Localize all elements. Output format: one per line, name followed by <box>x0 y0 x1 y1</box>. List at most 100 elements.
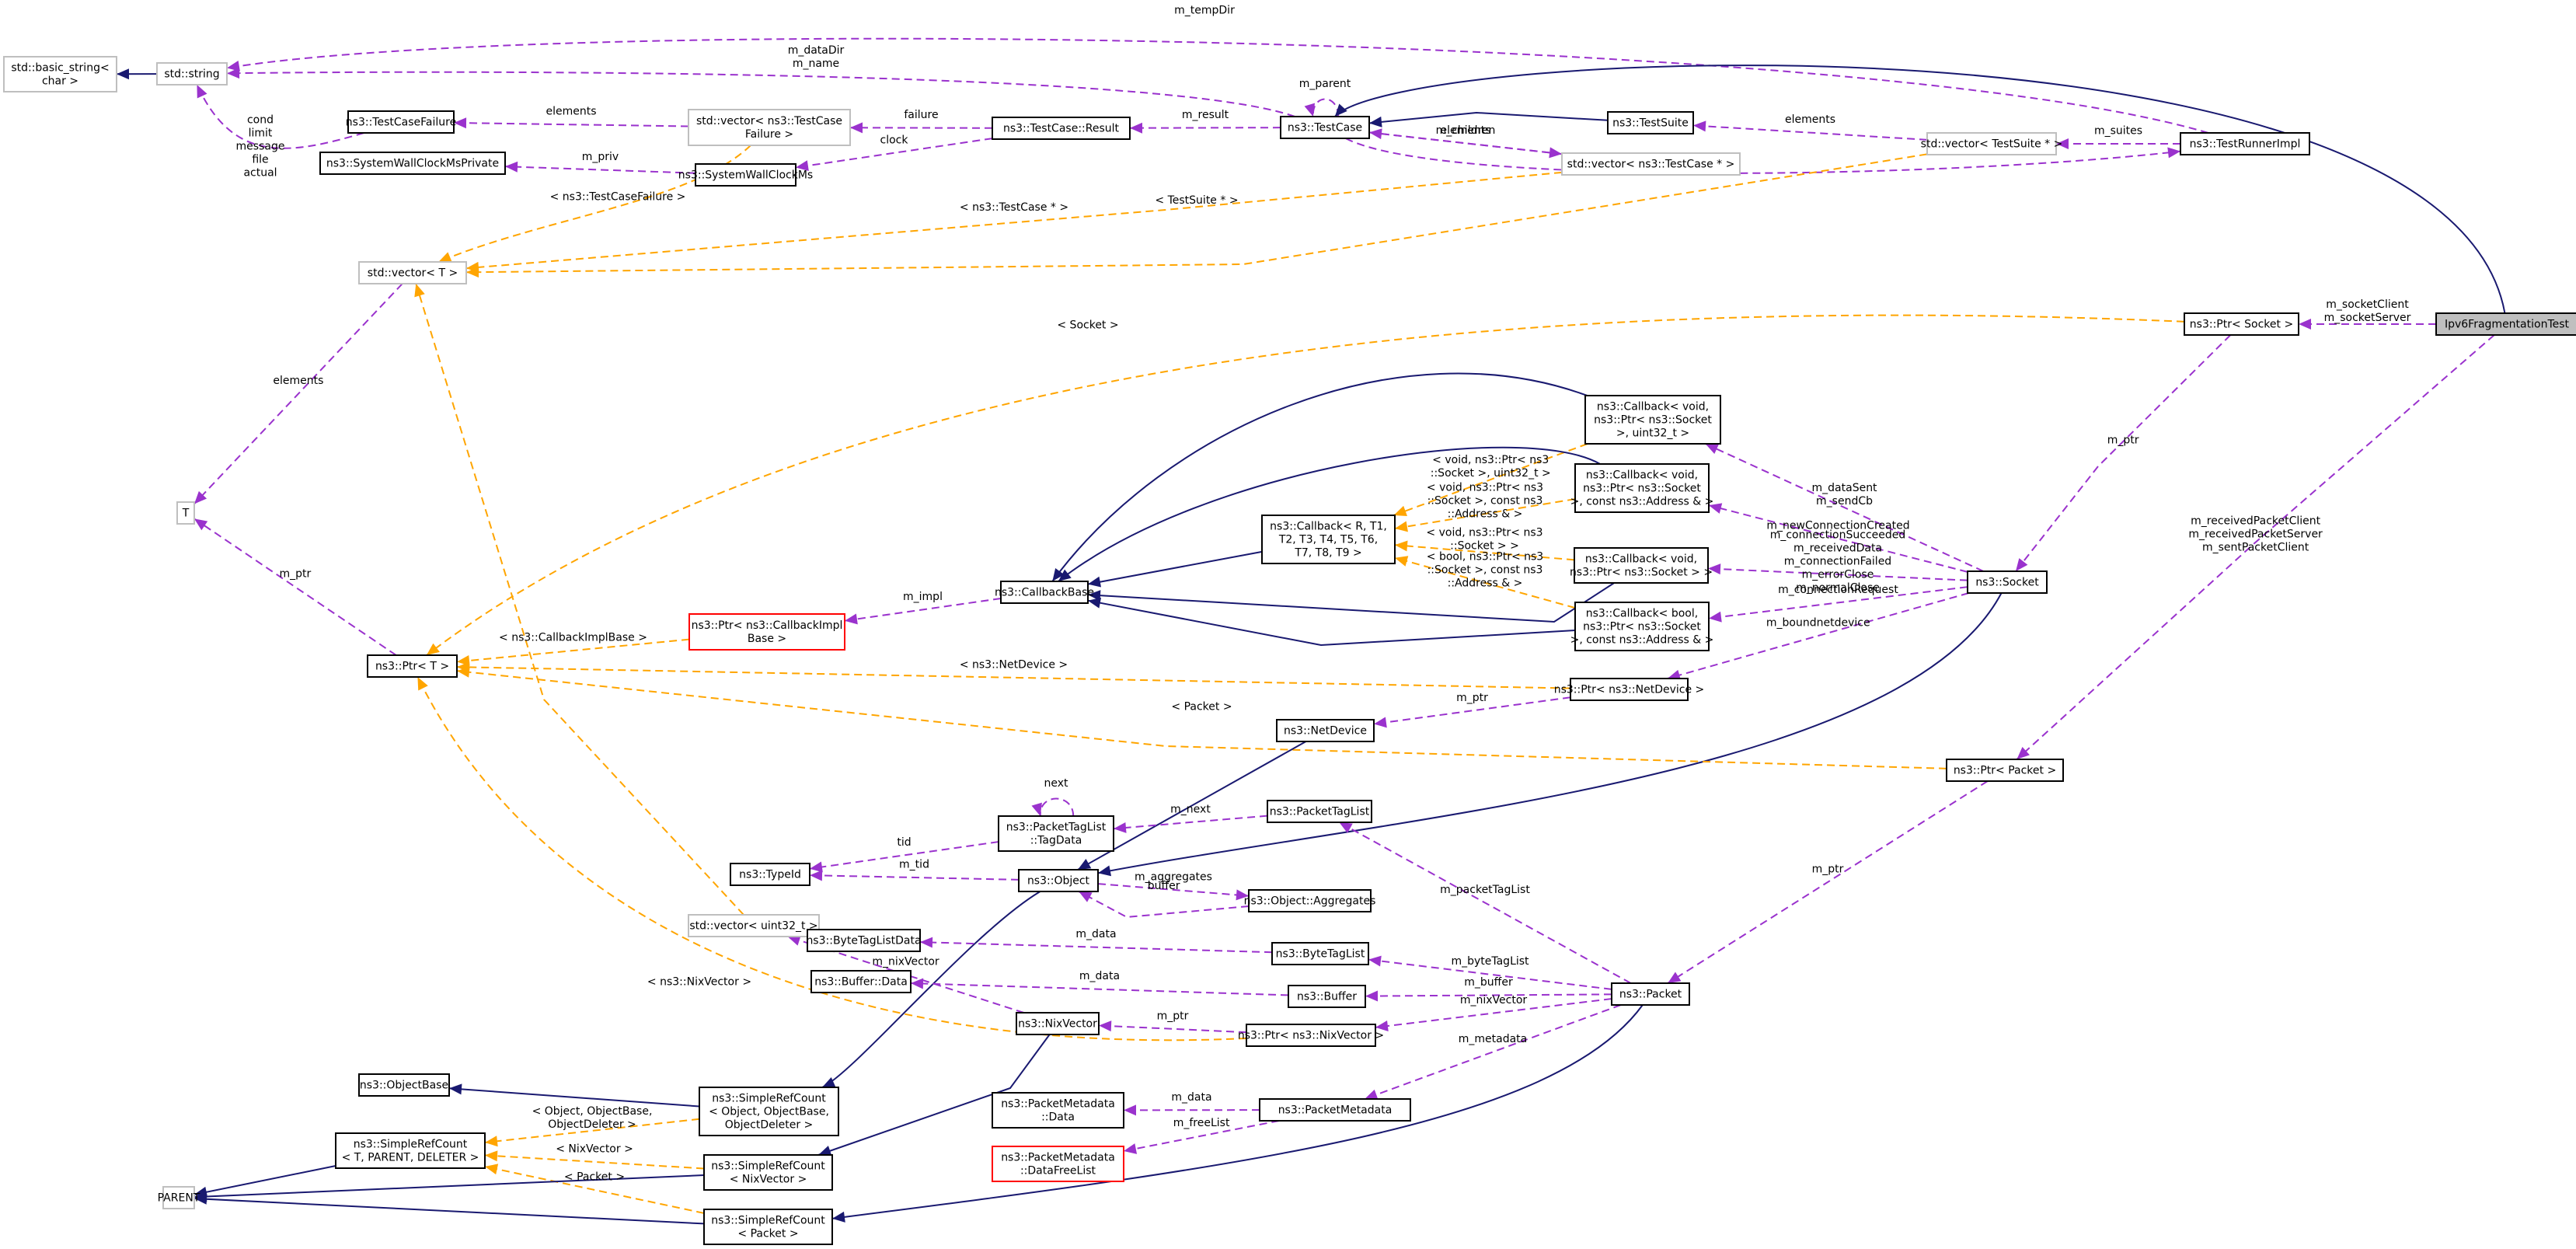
node-box[interactable] <box>358 1073 450 1097</box>
node-box[interactable] <box>1018 869 1099 892</box>
node-box[interactable] <box>1246 1024 1376 1047</box>
class-node-CB_sent[interactable]: ns3::Callback< void,ns3::Ptr< ns3::Socke… <box>1584 395 1721 445</box>
node-box[interactable] <box>2184 312 2299 336</box>
class-node-PtrNetDevice[interactable]: ns3::Ptr< ns3::NetDevice > <box>1554 678 1705 701</box>
class-node-ByteTagListData[interactable]: ns3::ByteTagListData <box>806 929 922 952</box>
node-box[interactable] <box>156 62 228 85</box>
class-node-PacketMetadata[interactable]: ns3::PacketMetadata <box>1259 1098 1411 1122</box>
class-node-Root[interactable]: Ipv6FragmentationTest <box>2435 312 2576 336</box>
node-box[interactable] <box>1248 889 1372 912</box>
node-box[interactable] <box>1926 132 2057 155</box>
node-box[interactable] <box>1561 152 1741 176</box>
node-box[interactable] <box>992 117 1131 140</box>
class-node-TestCase[interactable]: ns3::TestCase <box>1280 116 1370 139</box>
class-node-vec_u32[interactable]: std::vector< uint32_t > <box>688 914 820 937</box>
node-box[interactable] <box>1267 800 1372 823</box>
class-node-Object[interactable]: ns3::Object <box>1018 869 1099 892</box>
class-node-PtrT[interactable]: ns3::Ptr< T > <box>367 654 458 678</box>
class-node-Aggregates[interactable]: ns3::Object::Aggregates <box>1244 889 1376 912</box>
class-node-PMFreeList[interactable]: ns3::PacketMetadata::DataFreeList <box>992 1146 1124 1182</box>
node-box[interactable] <box>3 56 117 92</box>
node-box[interactable] <box>319 152 506 175</box>
node-box[interactable] <box>695 163 797 187</box>
node-box[interactable] <box>1259 1098 1411 1122</box>
class-node-NixVector[interactable]: ns3::NixVector <box>1016 1012 1100 1035</box>
node-box[interactable] <box>1946 759 2064 782</box>
class-node-Socket[interactable]: ns3::Socket <box>1967 570 2048 594</box>
node-box[interactable] <box>1574 602 1710 651</box>
node-box[interactable] <box>347 110 455 134</box>
class-node-basic_string[interactable]: std::basic_string<char > <box>3 56 117 92</box>
class-node-ByteTagList[interactable]: ns3::ByteTagList <box>1271 942 1369 965</box>
node-box[interactable] <box>810 970 912 993</box>
node-box[interactable] <box>1607 111 1694 134</box>
node-box[interactable] <box>162 1186 195 1209</box>
class-node-PtrNixVector[interactable]: ns3::Ptr< ns3::NixVector > <box>1238 1024 1384 1047</box>
node-box[interactable] <box>998 815 1114 852</box>
class-node-PtrPacket[interactable]: ns3::Ptr< Packet > <box>1946 759 2064 782</box>
node-box[interactable] <box>2435 312 2576 336</box>
class-node-SRC_Object[interactable]: ns3::SimpleRefCount< Object, ObjectBase,… <box>699 1087 839 1136</box>
node-box[interactable] <box>1611 982 1690 1006</box>
class-node-CB_generic[interactable]: ns3::Callback< R, T1,T2, T3, T4, T5, T6,… <box>1261 515 1396 564</box>
class-node-PMData[interactable]: ns3::PacketMetadata::Data <box>992 1092 1124 1129</box>
node-box[interactable] <box>688 914 820 937</box>
class-node-TypeId[interactable]: ns3::TypeId <box>730 863 810 886</box>
class-node-SRC_Packet[interactable]: ns3::SimpleRefCount< Packet > <box>703 1209 833 1245</box>
class-node-PacketTagList[interactable]: ns3::PacketTagList <box>1267 800 1372 823</box>
node-box[interactable] <box>730 863 810 886</box>
node-box[interactable] <box>1574 547 1709 584</box>
class-node-PtrSocket[interactable]: ns3::Ptr< Socket > <box>2184 312 2299 336</box>
node-box[interactable] <box>992 1146 1124 1182</box>
node-box[interactable] <box>358 261 467 284</box>
node-box[interactable] <box>176 501 195 525</box>
class-node-std_string[interactable]: std::string <box>156 62 228 85</box>
class-node-vec_T[interactable]: std::vector< T > <box>358 261 467 284</box>
node-box[interactable] <box>703 1209 833 1245</box>
class-node-Buffer[interactable]: ns3::Buffer <box>1288 985 1366 1008</box>
node-box[interactable] <box>1016 1012 1100 1035</box>
node-box[interactable] <box>699 1087 839 1136</box>
class-node-PARENT[interactable]: PARENT <box>158 1186 200 1209</box>
class-node-T[interactable]: T <box>176 501 195 525</box>
node-box[interactable] <box>1288 985 1366 1008</box>
class-node-vec_TSptr[interactable]: std::vector< TestSuite * > <box>1921 132 2063 155</box>
class-node-TCResult[interactable]: ns3::TestCase::Result <box>992 117 1131 140</box>
node-box[interactable] <box>1271 942 1369 965</box>
node-box[interactable] <box>335 1132 486 1169</box>
class-node-vec_TCptr[interactable]: std::vector< ns3::TestCase * > <box>1561 152 1741 176</box>
node-box[interactable] <box>688 613 845 651</box>
node-box[interactable] <box>1574 463 1710 513</box>
class-node-CB_newconn[interactable]: ns3::Callback< void,ns3::Ptr< ns3::Socke… <box>1570 463 1714 513</box>
node-box[interactable] <box>1584 395 1721 445</box>
class-node-SRC_generic[interactable]: ns3::SimpleRefCount< T, PARENT, DELETER … <box>335 1132 486 1169</box>
node-box[interactable] <box>1276 719 1375 742</box>
node-box[interactable] <box>1280 116 1370 139</box>
class-node-CB_bool[interactable]: ns3::Callback< bool,ns3::Ptr< ns3::Socke… <box>1570 602 1714 651</box>
node-box[interactable] <box>1570 678 1689 701</box>
class-node-BufferData[interactable]: ns3::Buffer::Data <box>810 970 912 993</box>
node-box[interactable] <box>807 929 921 952</box>
node-box[interactable] <box>688 109 851 146</box>
class-node-TagData[interactable]: ns3::PacketTagList::TagData <box>998 815 1114 852</box>
node-box[interactable] <box>1261 515 1396 564</box>
class-node-CallbackBase[interactable]: ns3::CallbackBase <box>995 581 1094 604</box>
class-node-TestCaseFailure[interactable]: ns3::TestCaseFailure <box>346 110 456 134</box>
node-box[interactable] <box>2180 132 2310 155</box>
class-node-Packet[interactable]: ns3::Packet <box>1611 982 1690 1006</box>
node-box[interactable] <box>1967 570 2048 594</box>
class-node-SWCM[interactable]: ns3::SystemWallClockMs <box>678 163 813 187</box>
class-node-CB_void[interactable]: ns3::Callback< void,ns3::Ptr< ns3::Socke… <box>1570 547 1713 584</box>
node-box[interactable] <box>992 1092 1124 1129</box>
class-node-TestSuite[interactable]: ns3::TestSuite <box>1607 111 1694 134</box>
node-box[interactable] <box>367 654 458 678</box>
class-node-NetDevice[interactable]: ns3::NetDevice <box>1276 719 1375 742</box>
node-box[interactable] <box>703 1154 833 1191</box>
node-box[interactable] <box>1000 581 1089 604</box>
class-node-TestRunnerImpl[interactable]: ns3::TestRunnerImpl <box>2180 132 2310 155</box>
class-node-ObjectBase[interactable]: ns3::ObjectBase <box>358 1073 450 1097</box>
class-node-SRC_Nix[interactable]: ns3::SimpleRefCount< NixVector > <box>703 1154 833 1191</box>
class-node-SWCMPrivate[interactable]: ns3::SystemWallClockMsPrivate <box>319 152 506 175</box>
